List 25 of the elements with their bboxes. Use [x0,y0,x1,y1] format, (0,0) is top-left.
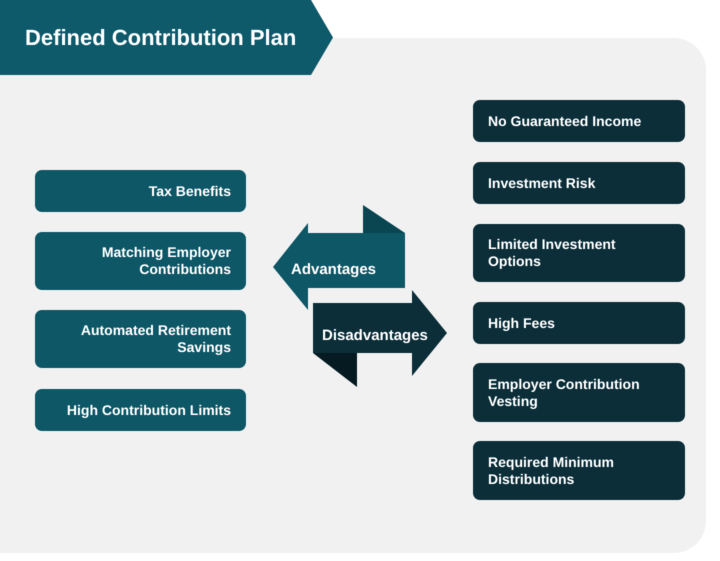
box-label: Investment Risk [488,174,596,192]
box-label: Required Minimum Distributions [488,454,616,488]
box-label: Tax Benefits [148,182,231,200]
box-label: Advantages [291,261,376,278]
advantage-box [35,170,246,212]
box-label: Disadvantages [322,327,428,344]
disadvantage-box [473,162,685,204]
box-label: Automated Retirement Savings [80,322,231,356]
title-banner: Defined Contribution Plan [0,0,333,75]
disadvantage-box [473,363,685,422]
disadvantage-box [473,100,685,142]
right-arrow-shape [313,290,447,387]
advantage-box [35,389,246,431]
box-label: No Guaranteed Income [488,112,642,130]
box-label: High Fees [488,314,555,332]
disadvantage-box [473,441,685,500]
box-label: High Contribution Limits [66,402,231,418]
box-label: Matching Employer Contributions [100,244,231,278]
advantage-box [35,232,246,290]
disadvantage-box [473,302,685,344]
box-label: Limited Investment Options [488,236,617,270]
box-label: Employer Contribution Vesting [488,376,641,410]
disadvantage-box [473,224,685,282]
left-arrow-shape [273,205,405,310]
advantage-box [35,310,246,368]
